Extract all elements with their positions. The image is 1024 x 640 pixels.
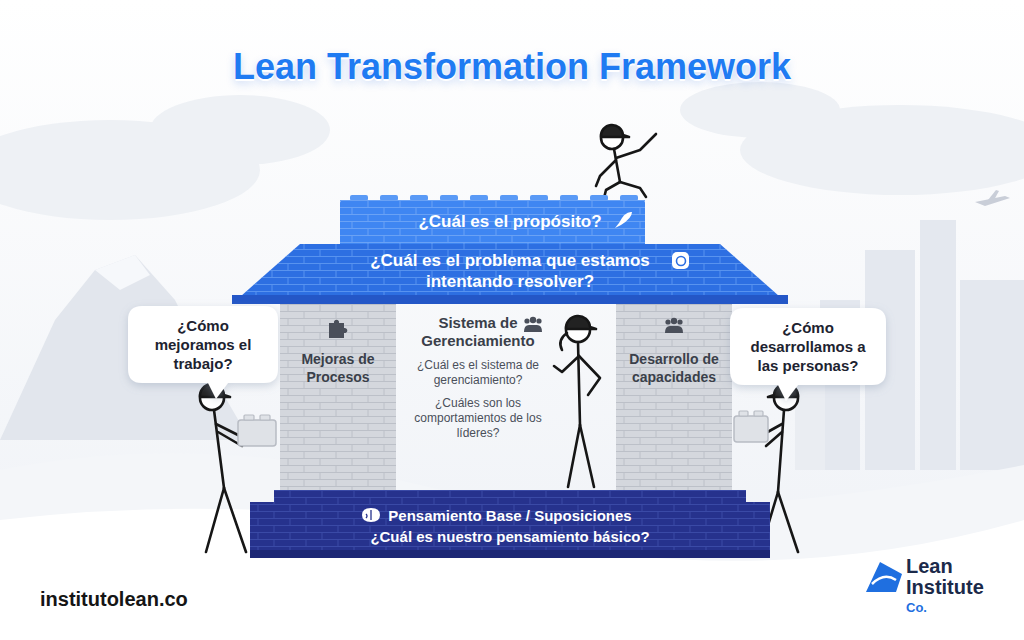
node-shape: [616, 304, 732, 490]
stick-figure: [566, 316, 596, 329]
snow-ground: [0, 453, 1024, 640]
node-heading: ¿Cómo desarrollamos a las personas?: [740, 318, 876, 375]
node-text: ¿Cuáles son los comportamientos de los l…: [408, 396, 548, 441]
stick-figure: [579, 356, 600, 395]
base-edge: [250, 550, 770, 558]
stick-figure: [260, 415, 270, 420]
clouds: [150, 95, 330, 165]
node-text: ¿Cuál es el problema que estamos intenta…: [345, 250, 675, 292]
people-icon: [530, 317, 536, 323]
clouds: [0, 82, 1024, 220]
people-icon: [671, 318, 677, 324]
base-band: Pensamiento Base / Suposiciones ¿Cuál es …: [250, 490, 770, 558]
pillar-wall: [280, 304, 396, 490]
logo-text: Lean Institute: [906, 556, 1006, 598]
stick-figure: [620, 182, 646, 197]
brick-texture: [616, 304, 732, 490]
stick-figure: [778, 492, 798, 552]
rocket-icon: [615, 212, 632, 228]
stick-figure: [554, 356, 579, 372]
logo-text: Co.: [906, 600, 966, 615]
stick-figure: [580, 425, 594, 487]
airplane: [988, 190, 999, 200]
people-icon: [665, 319, 670, 324]
airplane: [975, 190, 1010, 206]
pillar-wall: [616, 304, 732, 490]
stick-figure: [578, 342, 580, 425]
city: [920, 220, 956, 470]
brick-texture: [232, 244, 788, 304]
stick-figure: [554, 316, 600, 487]
stick-figure: [596, 125, 656, 198]
stick-figure: [596, 160, 616, 186]
node-text: ¿Cuál es el sistema de gerenciamiento?: [408, 358, 548, 388]
stick-figure: [616, 134, 656, 158]
title-holder: Lean Transformation Framework: [0, 46, 1024, 88]
roof-band: ¿Cuál es el propósito? ¿Cuál es el proble…: [232, 200, 788, 304]
logo-icon: [866, 562, 902, 592]
snow-ground: [0, 509, 1024, 640]
clock-icon: [677, 257, 686, 266]
city: [960, 280, 1024, 470]
people-icon: [665, 326, 683, 333]
roof-slope: [232, 244, 788, 304]
node-heading: Desarrollo de capacidades: [622, 350, 726, 386]
speech-bubble: [730, 308, 886, 401]
node-text: ¿Cuál es nuestro pensamiento básico?: [260, 527, 760, 546]
node-heading: ¿Cuál es el propósito?: [232, 211, 788, 232]
mountain: [95, 255, 150, 290]
speech-bubble: [128, 306, 278, 399]
stick-figure: [601, 125, 629, 137]
stick-figure: [224, 488, 246, 552]
pillar-block: Mejoras de Procesos: [280, 304, 396, 490]
speech-bubble: ¿Cómo desarrollamos a las personas?: [730, 308, 886, 385]
stick-figure: [778, 410, 784, 492]
stick-figure: [244, 415, 254, 420]
clock-icon: [672, 252, 689, 269]
roof-edge: [232, 295, 788, 304]
stick-figure: [568, 425, 580, 487]
people-icon: [524, 325, 542, 332]
speech-bubble: ¿Cómo mejoramos el trabajo?: [128, 306, 278, 383]
stick-figure: [214, 410, 224, 488]
logo-icon: [872, 577, 896, 584]
stick-figure: [614, 149, 620, 182]
people-icon: [536, 318, 541, 323]
brain-icon: [362, 508, 380, 522]
clouds: [680, 82, 840, 138]
label-holder: institutolean.co: [40, 588, 300, 611]
stick-figure: [754, 411, 763, 416]
node-heading: Sistema de Gerenciamiento: [408, 314, 548, 350]
stick-figure: [734, 416, 768, 442]
stick-figure: [238, 420, 276, 446]
people-icon: [524, 318, 529, 323]
node-heading: ¿Cómo mejoramos el trabajo?: [138, 316, 268, 373]
label-holder: Lean Institute: [906, 556, 1006, 598]
stick-figure: [560, 333, 567, 350]
snow-ground: [0, 453, 1024, 640]
pillar-block: Desarrollo de capacidades: [616, 304, 732, 490]
brick-texture: [250, 490, 770, 558]
brick-texture: [280, 304, 396, 490]
website: institutolean.co: [40, 588, 300, 611]
stick-figure: [739, 411, 748, 416]
logo-icon: [866, 562, 902, 592]
node-heading: Pensamiento Base / Suposiciones: [260, 506, 760, 525]
puzzle-icon: [329, 320, 347, 338]
title: Lean Transformation Framework: [0, 46, 1024, 88]
people-icon: [677, 319, 682, 324]
base-slab: [250, 490, 770, 558]
node-heading: Mejoras de Procesos: [286, 350, 390, 386]
stick-figure: [206, 488, 224, 552]
node-shape: [280, 304, 396, 490]
label-holder: Co.: [906, 600, 966, 615]
center-block: Sistema de Gerenciamiento ¿Cuál es el sis…: [408, 314, 548, 441]
brain-icon: [366, 510, 371, 520]
